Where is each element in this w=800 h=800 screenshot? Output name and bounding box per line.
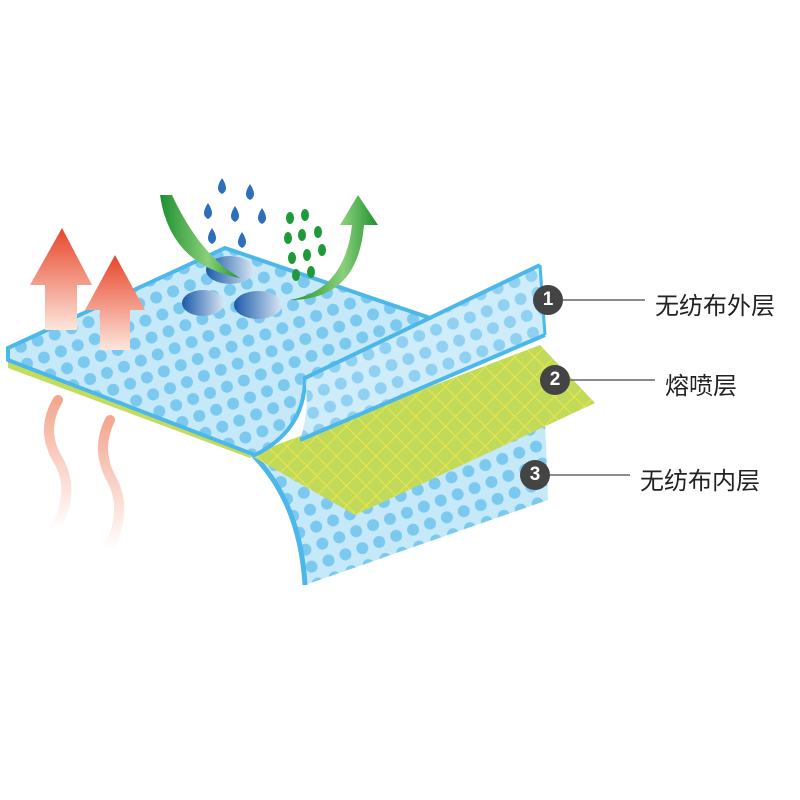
layer-3-label: 无纺布内层 xyxy=(640,467,760,495)
vapor-wave-icon xyxy=(44,395,125,555)
water-drop-icon xyxy=(204,178,266,248)
heat-arrow-icon xyxy=(30,228,145,350)
leader-lines xyxy=(550,299,655,476)
layer-3-badge: 3 xyxy=(520,460,550,490)
meltblown-layer xyxy=(250,345,595,515)
layer-1-label: 无纺布外层 xyxy=(655,292,775,320)
layer-2-badge: 2 xyxy=(540,365,570,395)
moisture-vapor-icon xyxy=(284,209,326,281)
green-arrow-icon xyxy=(160,195,378,300)
layer-2-label: 熔喷层 xyxy=(665,372,737,400)
layer-1-badge: 1 xyxy=(533,285,563,315)
